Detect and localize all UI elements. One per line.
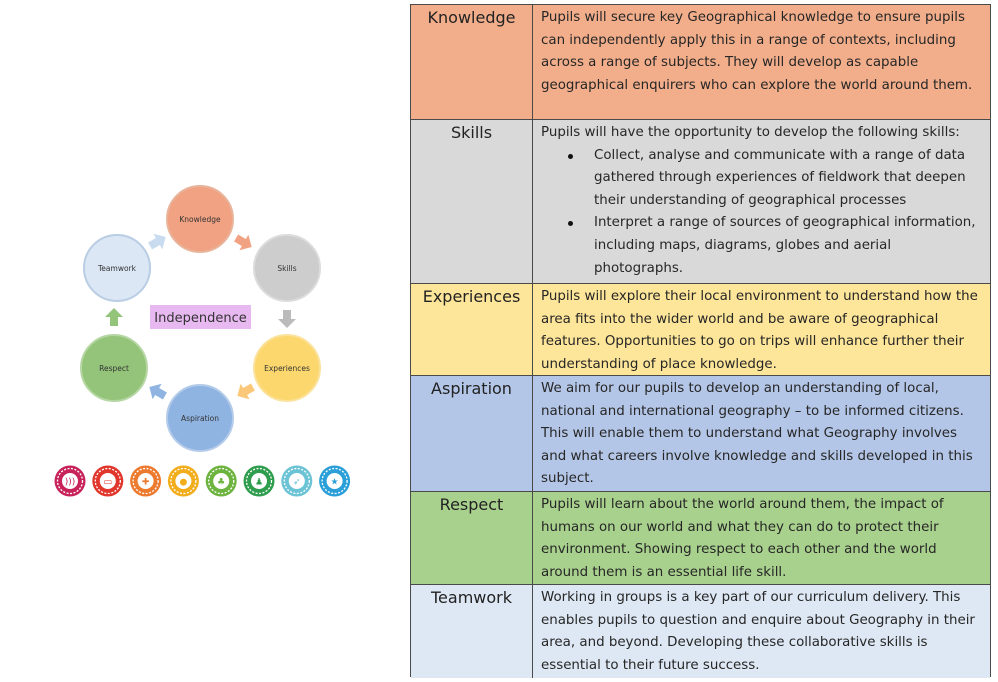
svg-text:▭: ▭ [104,478,113,488]
cycle-node-respect: Respect [80,334,148,402]
row-name: Aspiration [411,376,533,491]
node-label: Experiences [264,364,310,373]
svg-text:♟: ♟ [255,478,263,488]
cycle-node-teamwork: Teamwork [83,234,151,302]
table-row-teamwork: Teamwork Working in groups is a key part… [411,585,990,678]
svg-text:★: ★ [331,478,339,488]
cycle-arrow [237,383,255,400]
row-name: Knowledge [411,5,533,119]
svg-text:➶: ➶ [293,478,301,488]
node-label: Knowledge [179,215,221,224]
node-circle [253,334,321,402]
sprout-icon: ♣ [205,465,237,497]
table-row-respect: Respect Pupils will learn about the worl… [411,492,990,585]
rocket-icon: ➶ [281,465,313,497]
cycle-node-knowledge: Knowledge [166,185,234,253]
row-description: Working in groups is a key part of our c… [541,590,975,673]
cycle-arrow [149,383,167,400]
row-description: Pupils will explore their local environm… [541,289,978,372]
cycle-arrow [105,308,123,326]
person-icon: ♟ [243,465,275,497]
cycle-node-aspiration: Aspiration [166,384,234,452]
row-name: Skills [411,120,533,283]
table-row-aspiration: Aspiration We aim for our pupils to deve… [411,376,990,492]
node-label: Aspiration [181,414,219,423]
speaker-icon: ))) [54,465,86,497]
cycle-arrow [234,234,252,251]
svg-text:))): ))) [65,478,76,488]
skills-bullet-list: Collect, analyse and communicate with a … [541,145,982,281]
row-name: Respect [411,492,533,584]
node-circle [83,234,151,302]
row-name: Teamwork [411,585,533,678]
row-description: Pupils will secure key Geographical know… [541,10,973,93]
svg-text:♣: ♣ [217,478,225,488]
table-row-experiences: Experiences Pupils will explore their lo… [411,284,990,376]
node-label: Skills [277,264,296,273]
cycle-node-skills: Skills [253,234,321,302]
cycle-arrow [278,310,296,328]
speech-bubble-icon: ▭ [92,465,124,497]
puzzle-icon: ✚ [130,465,162,497]
svg-text:●: ● [179,478,187,488]
star-icon: ★ [319,465,351,497]
cycle-arrow [148,233,166,250]
svg-text:✚: ✚ [142,478,150,488]
row-description: We aim for our pupils to develop an unde… [541,381,973,487]
node-label: Teamwork [97,264,137,273]
node-circle [253,234,321,302]
node-circle [80,334,148,402]
center-label-text: Independence [154,311,246,326]
values-table: Knowledge Pupils will secure key Geograp… [410,4,991,678]
badge-icons-row: ))) ▭ ✚ ● ♣ ♟ ➶ ★ [54,465,351,497]
row-intro: Pupils will have the opportunity to deve… [541,125,960,140]
node-label: Respect [99,364,129,373]
table-row-knowledge: Knowledge Pupils will secure key Geograp… [411,5,990,120]
list-item: Collect, analyse and communicate with a … [568,145,982,213]
lightbulb-icon: ● [167,465,199,497]
table-row-skills: Skills Pupils will have the opportunity … [411,120,990,284]
row-description: Pupils will learn about the world around… [541,497,944,580]
cycle-node-experiences: Experiences [253,334,321,402]
node-circle [166,185,234,253]
node-circle [166,384,234,452]
row-description: Pupils will have the opportunity to deve… [541,120,982,283]
center-label: Independence [150,305,251,329]
cycle-arrows [105,233,296,400]
row-name: Experiences [411,284,533,375]
list-item: Interpret a range of sources of geograph… [568,212,982,280]
